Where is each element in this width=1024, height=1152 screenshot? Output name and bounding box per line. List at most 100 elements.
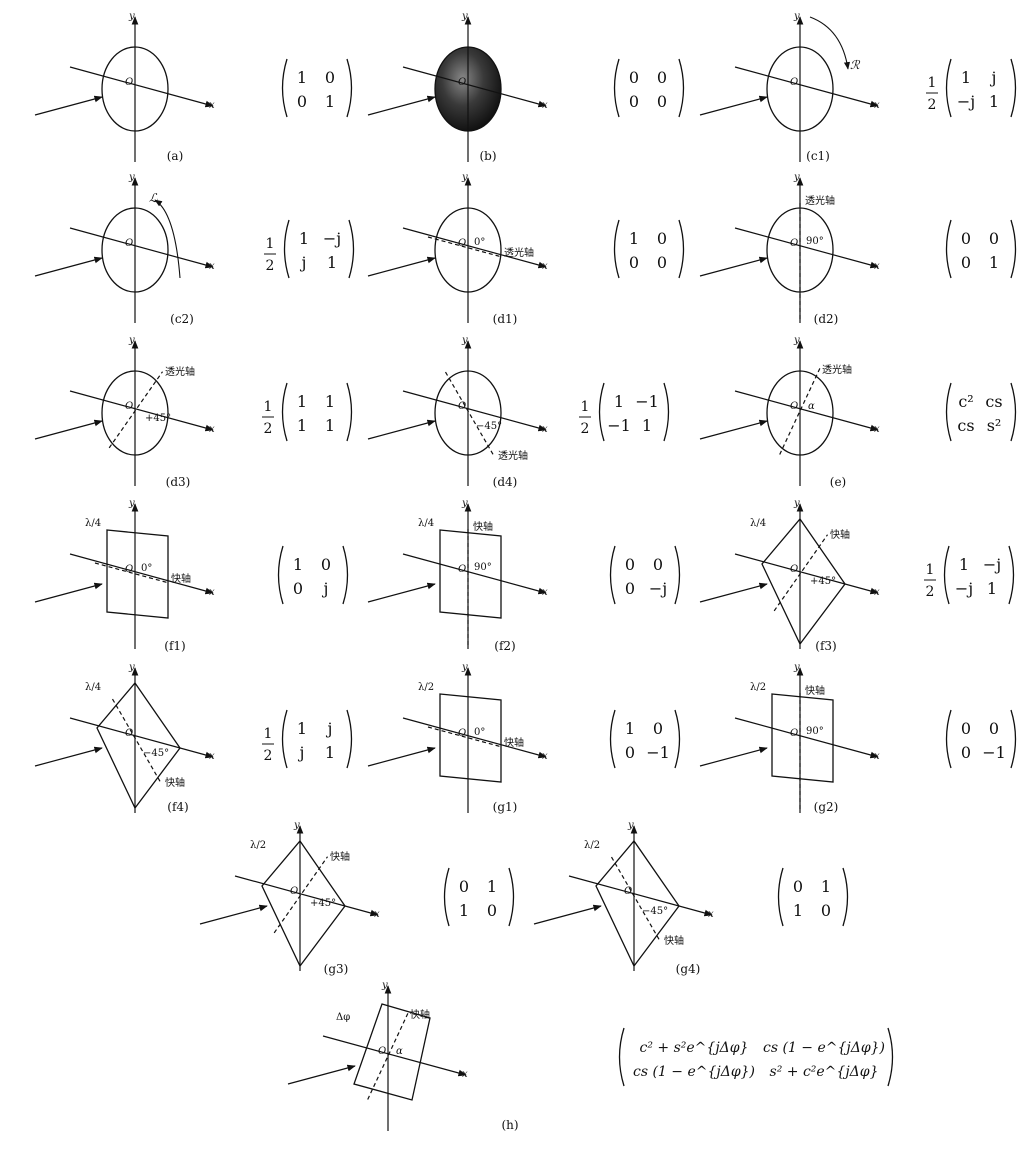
wave-plate-outline [439,529,502,619]
origin-label: O [458,564,466,575]
wave-plate-outline [353,1003,431,1101]
x-axis [69,553,214,595]
wave-plate-outline [771,693,834,783]
x-axis-label: x [874,261,880,272]
half-factor-numerator: 1 [581,399,590,415]
incident-beam-arrow [34,256,103,277]
y-axis-label: y [461,662,468,673]
axis-name-label: 透光轴 [165,365,195,378]
angle-label: α [808,401,815,412]
plate-label: Δφ [336,1012,350,1023]
matrix-cell: −1 [982,743,1006,762]
half-factor-denominator: 2 [266,258,275,274]
matrix-cell: 1 [293,555,303,574]
panel-caption: (e) [830,475,846,489]
matrix-cell: 0 [657,253,667,272]
matrix-cell: 0 [821,901,831,920]
matrix-cell: c² [958,392,973,411]
matrix-cell: 0 [657,92,667,111]
y-axis-label: y [793,662,800,673]
matrix-right-bracket [1010,382,1017,442]
panel-caption: (a) [167,149,184,163]
matrix-left-bracket [945,219,952,279]
matrix-cell: cs (1 − e^{jΔφ}) [763,1040,885,1056]
matrix-cell: 0 [297,92,307,111]
panel-caption: (g1) [493,800,518,814]
matrix-cell: 0 [657,68,667,87]
incident-beam-arrow [699,746,768,767]
matrix-cell: 1 [299,229,309,248]
matrix-cell: 1 [614,392,624,411]
optical-axis [367,1012,409,1100]
origin-label: O [125,238,133,249]
matrix-cell: 0 [629,92,639,111]
matrix-cell: −1 [635,392,659,411]
matrix-left-bracket [277,545,284,605]
matrix-cell: cs [985,392,1002,411]
panel-caption: (b) [479,149,496,163]
matrix-cell: −1 [646,743,670,762]
optical-axis [427,236,503,258]
matrix-cell: 0 [653,719,663,738]
origin-label: O [624,886,632,897]
matrix-cell: 1 [325,92,335,111]
panel-caption: (c2) [170,312,194,326]
origin-label: O [790,401,798,412]
y-axis-label: y [128,172,135,183]
matrix-cell: 0 [321,555,331,574]
matrix-cell: 0 [961,253,971,272]
y-axis-label: y [793,335,800,346]
axis-name-label: 快轴 [664,934,684,947]
panel-caption: (d2) [814,312,839,326]
panel-caption: (g3) [324,962,349,976]
origin-label: O [378,1046,386,1057]
angle-label: 90° [474,562,492,573]
matrix-cell: 1 [642,416,652,435]
origin-label: O [290,886,298,897]
matrix-left-bracket [613,58,620,118]
plate-label: λ/2 [250,840,266,851]
x-axis-label: x [874,100,880,111]
optical-axis [108,371,164,449]
matrix-cell: 1 [961,68,971,87]
incident-beam-arrow [199,904,268,925]
axis-name-label: 快轴 [504,736,524,749]
panel-caption: (g2) [814,800,839,814]
wave-plate-outline [439,693,502,783]
x-axis-label: x [209,100,215,111]
matrix-cell: 0 [629,68,639,87]
panel-caption: (f2) [494,639,515,653]
origin-label: O [125,564,133,575]
incident-beam-arrow [699,256,768,277]
matrix-cell: 0 [989,719,999,738]
optical-axis [610,856,660,940]
half-factor-denominator: 2 [264,421,273,437]
origin-label: O [790,238,798,249]
angle-label: +45° [810,576,836,587]
matrix-cell: 1 [297,416,307,435]
axis-name-label: 快轴 [830,528,850,541]
x-axis-label: x [209,751,215,762]
left-rotation-label: ℒ [149,191,158,205]
half-factor-numerator: 1 [264,399,273,415]
incident-beam-arrow [34,582,103,603]
x-axis-label: x [462,1069,468,1080]
x-axis [234,875,379,917]
angle-label: −45° [642,906,668,917]
matrix-cell: 1 [629,229,639,248]
matrix-cell: 1 [989,253,999,272]
incident-beam-arrow [367,419,436,440]
y-axis-label: y [461,11,468,22]
matrix-cell: 1 [325,416,335,435]
panel-caption: (f1) [164,639,185,653]
y-axis-label: y [128,11,135,22]
